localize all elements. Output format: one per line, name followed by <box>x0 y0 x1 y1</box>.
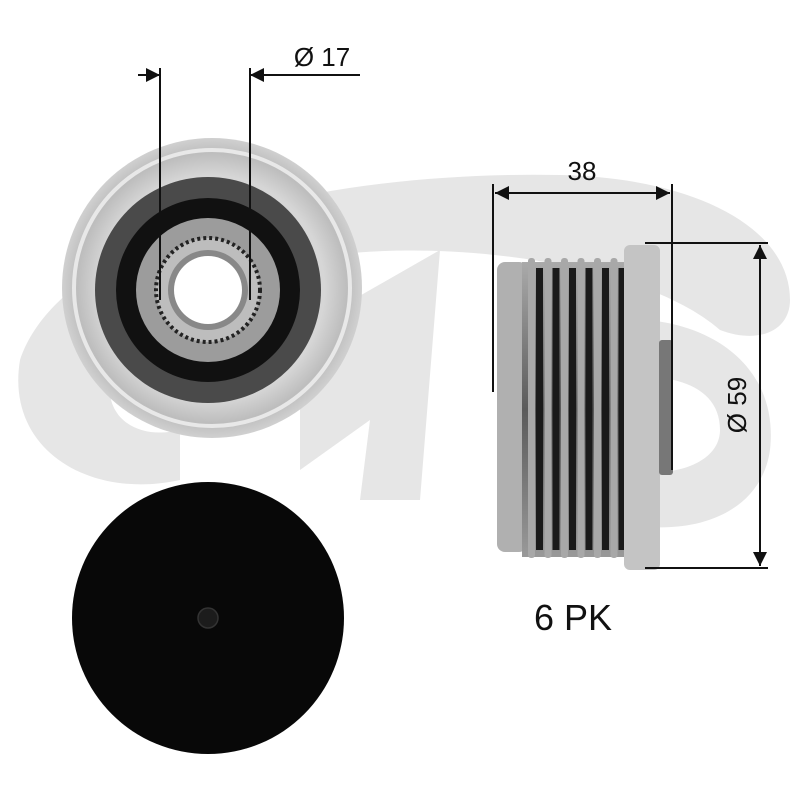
pulley-rib <box>577 258 585 558</box>
outer-diameter-label: Ø 59 <box>722 377 752 433</box>
pulley-front-view <box>62 138 362 438</box>
bore-diameter-dimension <box>138 68 360 300</box>
pulley-cover-view <box>72 482 344 754</box>
bore-diameter-label: Ø 17 <box>294 42 350 72</box>
rib-profile-label: 6 PK <box>534 597 612 638</box>
pulley-rib <box>544 258 552 558</box>
width-label: 38 <box>568 156 597 186</box>
pulley-rib <box>594 258 601 558</box>
pulley-rib <box>610 258 618 558</box>
pulley-groove <box>618 268 626 550</box>
pulley-groove <box>569 268 576 550</box>
pulley-groove <box>536 268 543 550</box>
pulley-groove <box>602 268 609 550</box>
pulley-groove <box>552 268 560 550</box>
pulley-groove <box>585 268 593 550</box>
pulley-side-view <box>497 245 673 570</box>
width-dimension <box>492 184 673 470</box>
pulley-rib <box>528 258 535 558</box>
pulley-rib <box>561 258 568 558</box>
outer-diameter-dimension <box>645 242 768 569</box>
